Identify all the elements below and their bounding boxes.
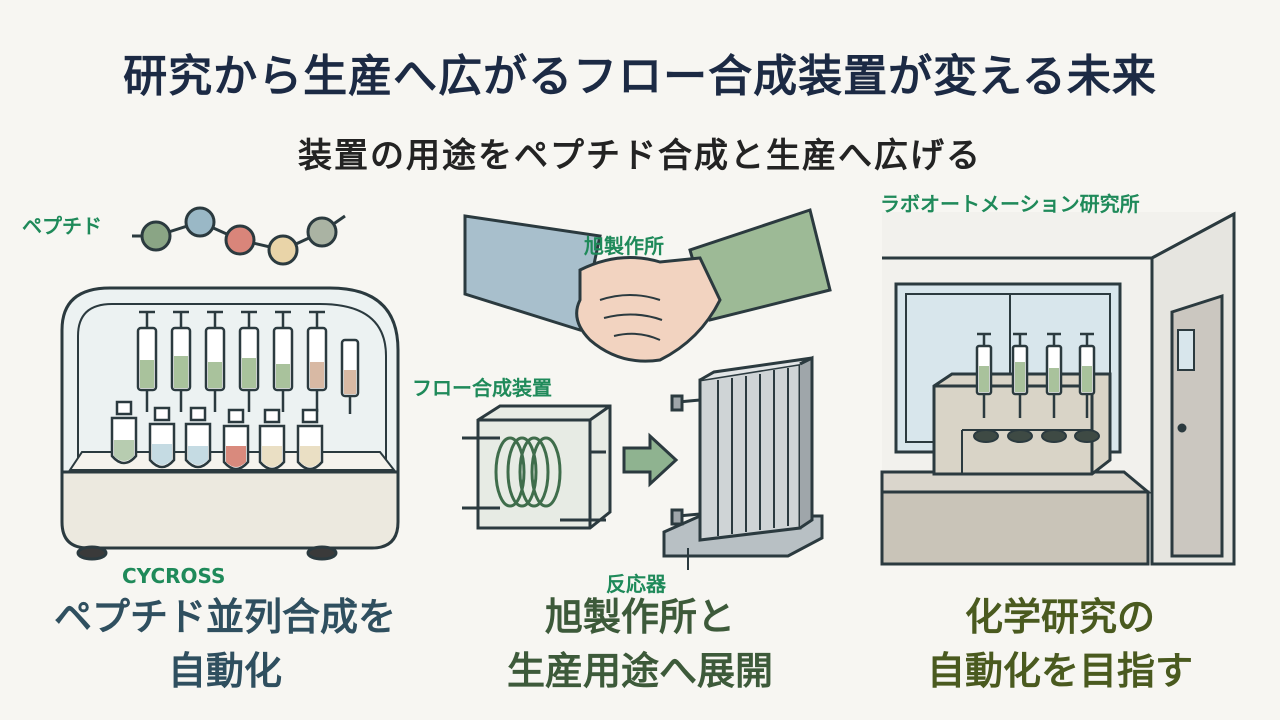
cycross-label: CYCROSS bbox=[122, 564, 226, 588]
handshake-icon bbox=[463, 208, 832, 363]
peptide-chain-icon bbox=[132, 206, 346, 266]
right-caption-line1: 化学研究の bbox=[964, 595, 1155, 639]
flow-device-illustration bbox=[462, 404, 612, 530]
lab-room-illustration bbox=[880, 211, 1236, 566]
center-caption-line1: 旭製作所と bbox=[544, 595, 735, 639]
peptide-label: ペプチド bbox=[22, 214, 102, 238]
reactor-illustration bbox=[662, 355, 824, 570]
right-caption: 化学研究の 自動化を目指す bbox=[860, 590, 1260, 698]
left-caption-line1: ペプチド並列合成を bbox=[53, 595, 396, 639]
lab-label: ラボオートメーション研究所 bbox=[880, 192, 1140, 216]
center-caption: 旭製作所と 生産用途へ展開 bbox=[440, 590, 840, 698]
flow-device-label: フロー合成装置 bbox=[412, 376, 552, 400]
left-caption-line2: 自動化 bbox=[167, 649, 282, 693]
page-subtitle: 装置の用途をペプチド合成と生産へ広げる bbox=[298, 136, 982, 176]
page-title: 研究から生産へ広がるフロー合成装置が変える未来 bbox=[123, 51, 1157, 102]
center-caption-line2: 生産用途へ展開 bbox=[506, 649, 773, 693]
reactor-label: 反応器 bbox=[606, 572, 666, 596]
partner-label: 旭製作所 bbox=[584, 234, 664, 258]
arrow-right-icon bbox=[622, 432, 679, 488]
parallel-synthesizer-illustration bbox=[60, 286, 400, 561]
left-caption: ペプチド並列合成を 自動化 bbox=[20, 590, 430, 698]
right-caption-line2: 自動化を目指す bbox=[926, 649, 1193, 693]
